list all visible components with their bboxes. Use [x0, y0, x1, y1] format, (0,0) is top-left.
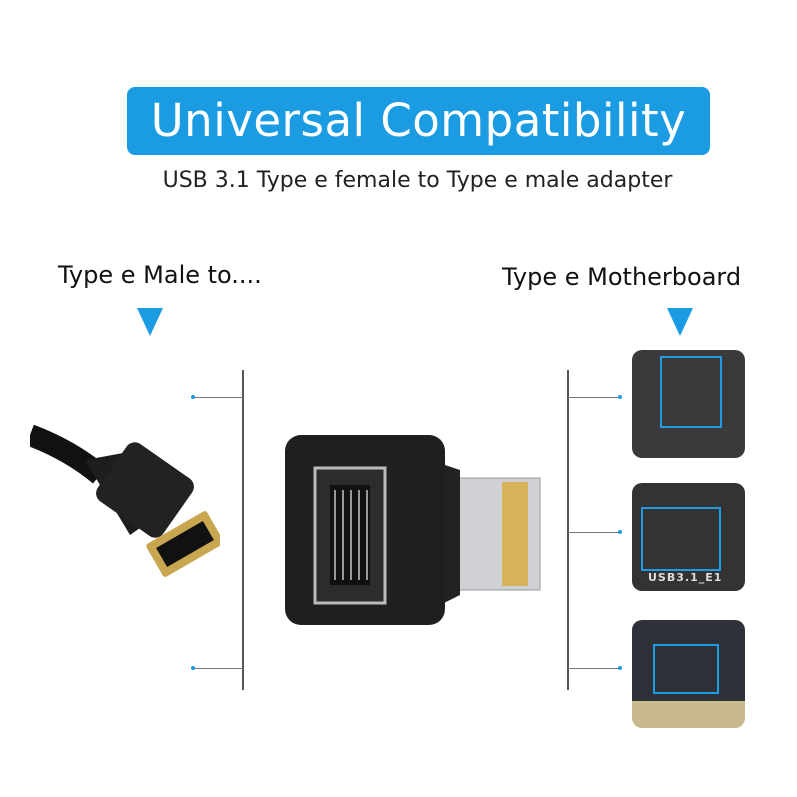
subtitle: USB 3.1 Type e female to Type e male ada… — [162, 168, 673, 193]
title-banner: Universal Compatibility — [127, 87, 710, 155]
connector-dot — [618, 666, 622, 670]
type-e-adapter-image — [285, 435, 541, 625]
connector-dot — [191, 395, 195, 399]
motherboard-photo-3 — [632, 620, 745, 728]
connector-dot — [618, 395, 622, 399]
highlight-box — [641, 507, 721, 571]
left-bracket-line — [242, 370, 244, 690]
right-tick — [568, 668, 620, 669]
photo-caption: USB3.1_E1 — [648, 571, 723, 584]
motherboard-photo-2: USB3.1_E1 — [632, 483, 745, 591]
motherboard-photo-1 — [632, 350, 745, 458]
right-bracket-line — [567, 370, 569, 690]
left-label: Type e Male to.... — [58, 261, 262, 289]
highlight-box — [653, 644, 719, 694]
right-tick — [568, 532, 620, 533]
connector-dot — [191, 666, 195, 670]
right-label: Type e Motherboard — [502, 263, 742, 291]
arrow-down-icon — [667, 308, 693, 336]
left-tick — [193, 668, 243, 669]
left-tick — [193, 397, 243, 398]
arrow-down-icon — [137, 308, 163, 336]
type-e-male-cable-image — [30, 424, 220, 577]
right-tick — [568, 397, 620, 398]
connector-dot — [618, 530, 622, 534]
highlight-box — [660, 356, 722, 428]
